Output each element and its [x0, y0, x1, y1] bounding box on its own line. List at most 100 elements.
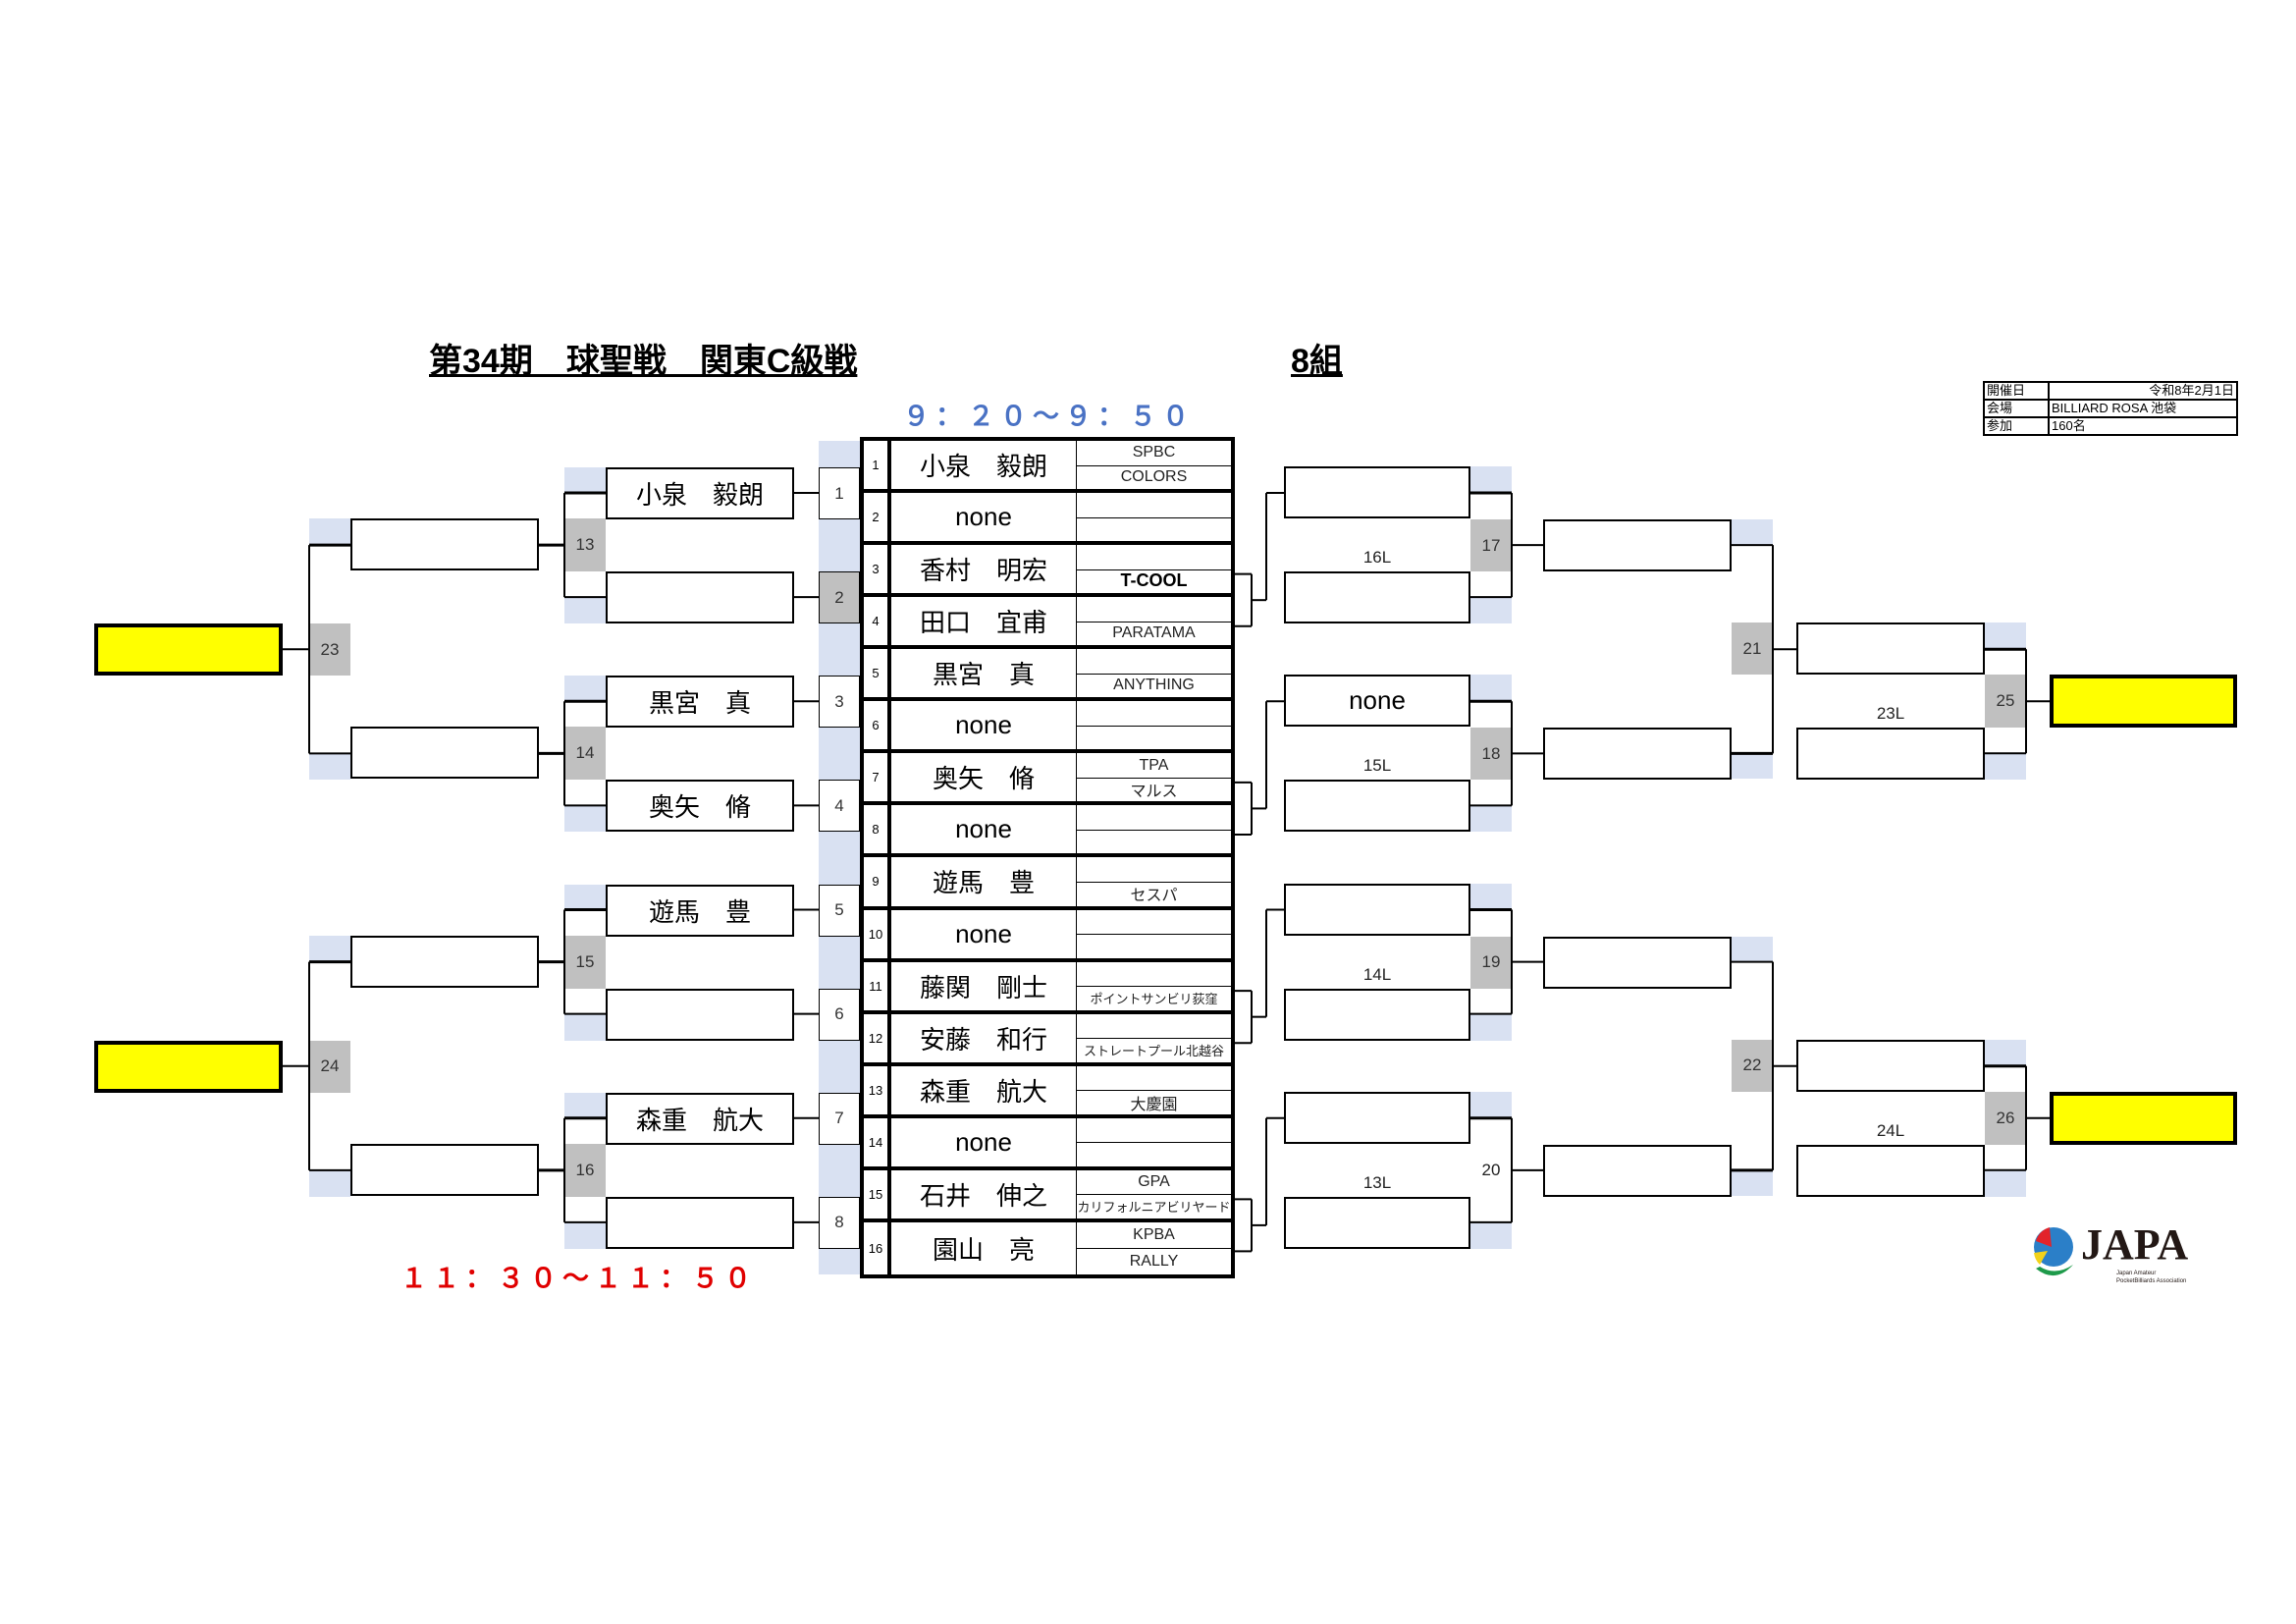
loser-r3-slot[interactable]: [1796, 1144, 1985, 1197]
winner-r2-slot[interactable]: [350, 935, 539, 988]
band-cell: [1470, 466, 1512, 494]
club-name: RALLY: [1129, 1252, 1179, 1270]
seed-number: 13: [864, 1065, 891, 1114]
page-title: 第34期 球聖戦 関東C級戦: [429, 343, 858, 380]
band-cell: [564, 884, 606, 910]
club-name: ポイントサンビリ荻窪: [1090, 991, 1218, 1006]
seed-number: 8: [864, 805, 891, 854]
match-number-cell: 6: [819, 988, 860, 1041]
band-cell: [564, 1092, 606, 1118]
loser-source-label: 14L: [1362, 964, 1392, 984]
match-number-cell: 15: [564, 935, 606, 989]
seed-number: 7: [864, 753, 891, 802]
player-name: 園山 亮: [891, 1221, 1077, 1274]
club-name: [1077, 962, 1231, 988]
winner-r1-slot[interactable]: 奥矢 脩: [606, 780, 794, 833]
session-time-morning: ９：２０～９：５０: [903, 402, 1195, 431]
match-number-cell: 17: [1470, 519, 1512, 572]
match-number-cell: 7: [819, 1092, 860, 1145]
loser-r1-slot[interactable]: none: [1284, 675, 1470, 728]
player-name: none: [891, 493, 1077, 542]
loser-r3-slot[interactable]: [1796, 1039, 1985, 1092]
entries-value: 160名: [2048, 416, 2238, 436]
match-number-cell: 3: [819, 676, 860, 729]
club-name: [1077, 597, 1231, 623]
band-cell: [309, 1169, 350, 1197]
session-time-late: １１：３０～１１：５０: [400, 1264, 757, 1293]
group-winner-slot[interactable]: [94, 1040, 283, 1093]
match-number-cell: 4: [819, 780, 860, 833]
winner-r1-slot[interactable]: 小泉 毅朗: [606, 467, 794, 520]
loser-r1-slot[interactable]: [1284, 1196, 1470, 1249]
club-name: [1077, 493, 1231, 518]
band-cell: [1985, 753, 2026, 781]
loser-r1-slot[interactable]: [1284, 571, 1470, 624]
club-name: [1077, 701, 1231, 727]
match-number-cell: 24: [309, 1040, 350, 1093]
player-name: 森重 航大: [891, 1065, 1077, 1114]
seed-number: 4: [864, 597, 891, 646]
loser-r1-slot[interactable]: [1284, 466, 1470, 519]
winner-r1-slot[interactable]: 遊馬 豊: [606, 884, 794, 937]
player-name: 藤関 剛士: [891, 961, 1077, 1010]
loser-r1-slot[interactable]: [1284, 780, 1470, 833]
player-name: 安藤 和行: [891, 1013, 1077, 1062]
loser-r1-slot[interactable]: [1284, 988, 1470, 1041]
loser-r3-slot[interactable]: [1796, 728, 1985, 781]
loser-r2-slot[interactable]: [1543, 936, 1732, 989]
winner-r1-slot[interactable]: [606, 571, 794, 624]
loser-r2-slot[interactable]: [1543, 519, 1732, 572]
band-cell: [564, 1221, 606, 1249]
winner-r1-slot[interactable]: 森重 航大: [606, 1092, 794, 1145]
band-cell: [1732, 1169, 1773, 1196]
qualifier-slot[interactable]: [2050, 1091, 2237, 1145]
entries-label: 参加: [1983, 416, 2050, 436]
date-label: 開催日: [1983, 381, 2050, 401]
seed-number: 6: [864, 701, 891, 750]
seed-number: 16: [864, 1221, 891, 1274]
player-name: none: [891, 1117, 1077, 1166]
seed-number: 3: [864, 545, 891, 594]
player-name: 小泉 毅朗: [891, 441, 1077, 490]
band-cell: [1470, 1091, 1512, 1118]
match-number-cell: 21: [1732, 623, 1773, 676]
loser-r1-slot[interactable]: [1284, 1091, 1470, 1144]
player-name: none: [891, 701, 1077, 750]
club-name: ストレートプール北越谷: [1083, 1043, 1224, 1058]
loser-r3-slot[interactable]: [1796, 623, 1985, 676]
japa-logo: JAPA Japan Amateur PocketBilliards Assoc…: [2026, 1218, 2242, 1300]
loser-r2-slot[interactable]: [1543, 728, 1732, 781]
loser-source-label: 23L: [1876, 704, 1905, 724]
winner-r2-slot[interactable]: [350, 727, 539, 780]
match-number-cell: 20: [1481, 1161, 1501, 1180]
venue-label: 会場: [1983, 399, 2050, 418]
loser-r2-slot[interactable]: [1543, 1144, 1732, 1197]
seed-number: 12: [864, 1013, 891, 1062]
band-cell: [1985, 1169, 2026, 1197]
winner-r1-slot[interactable]: 黒宮 真: [606, 676, 794, 729]
seed-number: 9: [864, 857, 891, 906]
club-name: カリフォルニアビリヤード: [1077, 1200, 1231, 1216]
winner-r1-slot[interactable]: [606, 1196, 794, 1249]
loser-r1-slot[interactable]: [1284, 883, 1470, 936]
club-name: ANYTHING: [1113, 677, 1195, 694]
club-name: [1077, 1118, 1231, 1144]
band-cell: [1470, 675, 1512, 702]
winner-r2-slot[interactable]: [350, 1143, 539, 1196]
group-winner-slot[interactable]: [94, 623, 283, 677]
qualifier-slot[interactable]: [2050, 675, 2237, 729]
loser-source-label: 13L: [1362, 1172, 1392, 1192]
winner-r1-slot[interactable]: [606, 988, 794, 1041]
winner-r2-slot[interactable]: [350, 518, 539, 571]
band-cell: [1470, 597, 1512, 624]
